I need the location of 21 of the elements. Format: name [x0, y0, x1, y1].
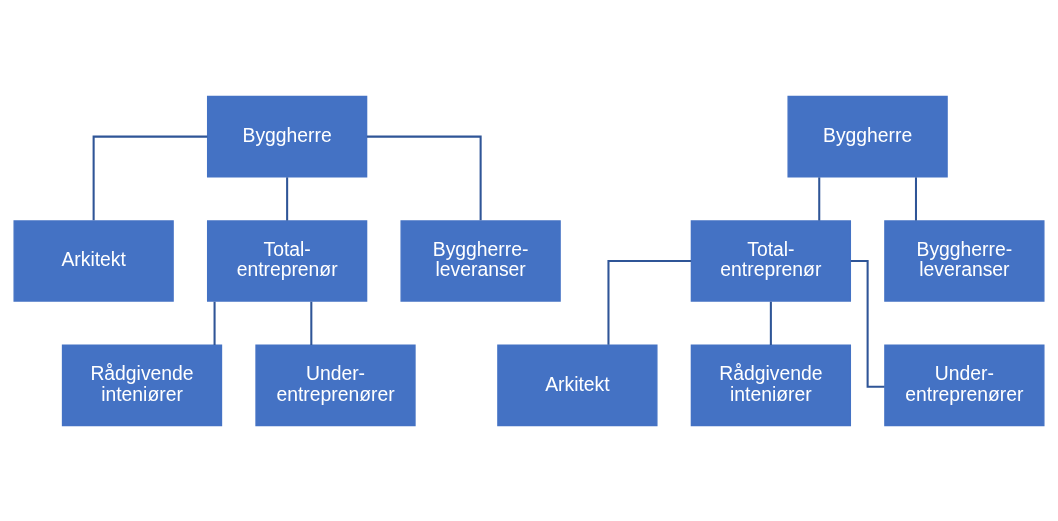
connector: [914, 176, 918, 221]
node-box: Arkitekt: [13, 219, 174, 302]
connector: [769, 301, 772, 345]
node-box: Under- entreprenører: [884, 344, 1045, 426]
connector: [92, 135, 208, 220]
node-box: Under- entreprenører: [255, 344, 416, 426]
node-box: Byggherre- leveranser: [884, 219, 1045, 302]
node-box: Byggherre: [787, 95, 948, 177]
node-box: Arkitekt: [497, 344, 658, 426]
node-box: Byggherre: [206, 95, 368, 177]
connector: [286, 176, 289, 221]
connector: [310, 301, 313, 345]
connector: [607, 259, 692, 345]
connector: [213, 301, 216, 345]
connector: [366, 135, 482, 220]
connector: [818, 176, 821, 221]
node-box: Rådgivende inteniører: [690, 344, 852, 426]
node-box: Total- entreprenør: [206, 219, 368, 302]
node-box: Total- entreprenør: [690, 219, 852, 302]
node-box: Byggherre- leveranser: [400, 219, 561, 302]
node-box: Rådgivende inteniører: [61, 344, 223, 426]
